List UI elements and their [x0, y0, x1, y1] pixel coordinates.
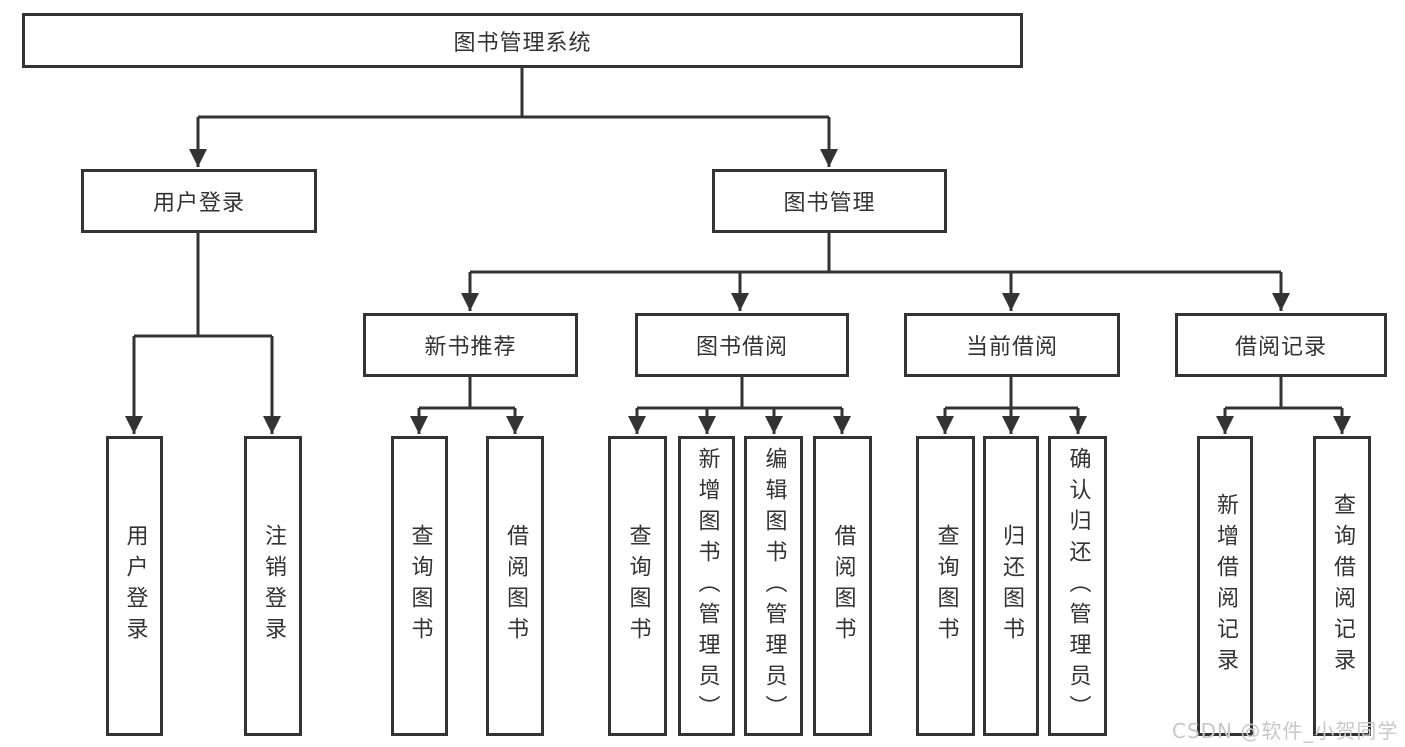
leaf-borrow-query-books-label: 查询图书: [625, 524, 651, 648]
leaf-confirm-return-admin: 确认归还（管理员）: [1048, 436, 1107, 736]
leaf-user-login-label: 用户登录: [122, 524, 148, 648]
node-book-borrow-label: 图书借阅: [695, 335, 788, 360]
csdn-watermark: CSDN @软件_小贺同学: [1172, 719, 1399, 743]
node-borrow-records-label: 借阅记录: [1234, 335, 1327, 360]
leaf-return-book-label: 归还图书: [999, 524, 1024, 648]
node-user-login-label: 用户登录: [152, 191, 245, 216]
leaf-confirm-return-admin-label: 确认归还（管理员）: [1065, 446, 1091, 726]
leaf-recommend-query-books-label: 查询图书: [407, 524, 433, 648]
node-new-book-recommend: 新书推荐: [363, 313, 578, 377]
node-book-borrow: 图书借阅: [635, 313, 849, 377]
leaf-user-login: 用户登录: [106, 436, 163, 736]
node-root: 图书管理系统: [22, 13, 1023, 68]
leaf-borrow-query-books: 查询图书: [608, 436, 667, 736]
leaf-edit-book-admin-label: 编辑图书（管理员）: [761, 446, 787, 726]
leaf-borrow-books-label: 借阅图书: [830, 524, 856, 648]
leaf-borrow-books: 借阅图书: [813, 436, 872, 736]
leaf-add-borrow-record: 新增借阅记录: [1197, 436, 1253, 736]
leaf-recommend-borrow-books: 借阅图书: [486, 436, 544, 736]
node-current-borrow: 当前借阅: [904, 313, 1120, 377]
leaf-query-borrow-record-label: 查询借阅记录: [1330, 493, 1355, 679]
node-borrow-records: 借阅记录: [1175, 313, 1387, 377]
leaf-edit-book-admin: 编辑图书（管理员）: [744, 436, 803, 736]
leaf-add-book-admin: 新增图书（管理员）: [678, 436, 735, 736]
leaf-add-borrow-record-label: 新增借阅记录: [1213, 493, 1238, 679]
node-book-management: 图书管理: [712, 169, 947, 233]
leaf-recommend-query-books: 查询图书: [391, 436, 448, 736]
leaf-logout: 注销登录: [244, 436, 302, 736]
leaf-logout-label: 注销登录: [261, 524, 286, 648]
leaf-add-book-admin-label: 新增图书（管理员）: [694, 446, 720, 726]
node-book-management-label: 图书管理: [783, 191, 876, 216]
node-current-borrow-label: 当前借阅: [965, 335, 1058, 360]
node-user-login: 用户登录: [81, 169, 317, 233]
leaf-current-query-books: 查询图书: [916, 436, 975, 736]
leaf-query-borrow-record: 查询借阅记录: [1313, 436, 1371, 736]
leaf-recommend-borrow-books-label: 借阅图书: [503, 524, 528, 648]
leaf-return-book: 归还图书: [983, 436, 1039, 736]
node-new-book-recommend-label: 新书推荐: [424, 335, 517, 360]
leaf-current-query-books-label: 查询图书: [933, 524, 959, 648]
node-root-label: 图书管理系统: [453, 30, 592, 56]
